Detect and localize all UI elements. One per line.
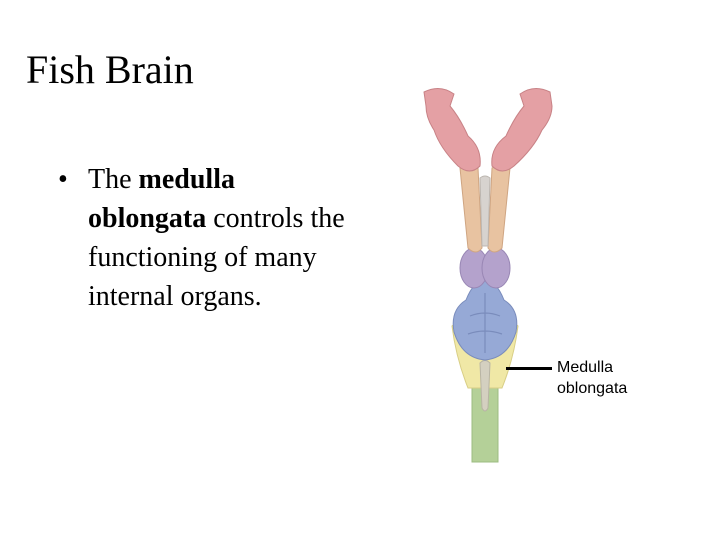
fourth-ventricle <box>479 360 491 412</box>
medulla-label: Medulla oblongata <box>557 359 628 397</box>
olfactory-bulb-right <box>491 88 553 172</box>
bullet-item: • The medulla oblongata controls the fun… <box>58 160 358 316</box>
bullet-text-before: The <box>88 164 139 195</box>
bullet-text: The medulla oblongata controls the funct… <box>88 160 358 316</box>
optic-lobe-right <box>481 247 511 289</box>
label-leader-line <box>506 367 552 370</box>
slide-title: Fish Brain <box>26 47 194 92</box>
fish-brain-diagram <box>423 88 553 463</box>
central-groove <box>479 175 491 247</box>
cerebellum-fold <box>467 293 503 353</box>
olfactory-bulb-left <box>423 88 481 172</box>
cerebrum-right <box>487 164 511 253</box>
bullet-symbol: • <box>58 164 68 195</box>
bullet-text-after: controls the functioning of many interna… <box>88 203 345 312</box>
cerebrum-left <box>459 164 483 253</box>
bullet-bold-term: medulla oblongata <box>88 164 235 234</box>
